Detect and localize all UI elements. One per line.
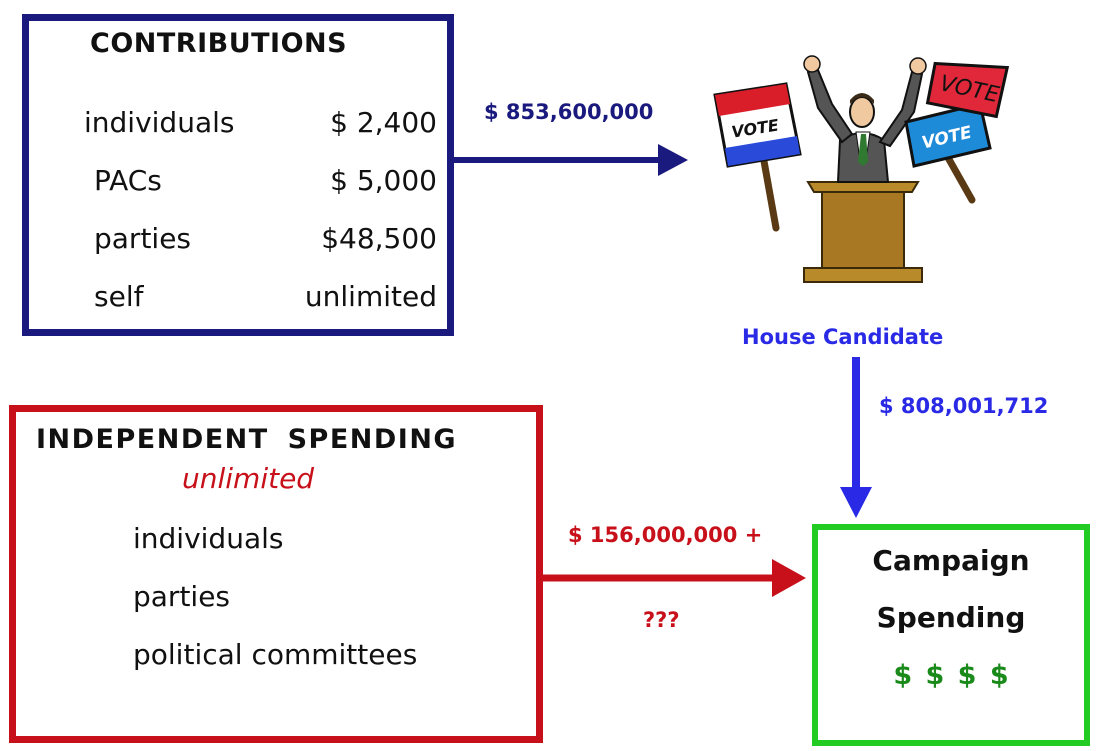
contribution-limit-individuals: $ 2,400 (330, 106, 437, 139)
campaign-spending-dollars: $ $ $ $ (893, 660, 1009, 691)
arrow-candidate-to-spending (840, 357, 872, 518)
flow-label-candidate-spending: $ 808,001,712 (879, 394, 1049, 418)
contributions-title: CONTRIBUTIONS (90, 28, 348, 59)
contribution-limit-pacs: $ 5,000 (330, 164, 437, 197)
independent-spending-box (9, 405, 543, 743)
campaign-spending-line2: Spending (876, 601, 1026, 634)
campaign-spending-line1: Campaign (872, 544, 1030, 577)
vote-sign-right: VOTE (904, 102, 992, 168)
contribution-label-pacs: PACs (94, 164, 162, 197)
flow-label-independent: $ 156,000,000 + (568, 523, 763, 547)
contribution-label-self: self (94, 280, 144, 313)
arrow-independent-to-spending (543, 559, 806, 597)
podium (803, 181, 923, 283)
independent-spending-subtitle: unlimited (182, 462, 315, 495)
contribution-label-parties: parties (94, 222, 192, 255)
candidate-figure (803, 55, 927, 183)
independent-spending-title: INDEPENDENT SPENDING (36, 424, 458, 455)
vote-sign-left: VOTE (713, 82, 802, 168)
vote-sign-top: VOTE (925, 61, 1010, 119)
independent-item-individuals: individuals (133, 522, 284, 555)
arrow-contributions-to-candidate (454, 144, 688, 176)
flow-label-contributions: $ 853,600,000 (484, 100, 654, 124)
contribution-limit-parties: $48,500 (321, 222, 437, 255)
campaign-spending-box (812, 524, 1090, 746)
contribution-limit-self: unlimited (304, 280, 437, 313)
candidate-illustration: VOTE (713, 55, 1010, 283)
candidate-label: House Candidate (742, 325, 944, 349)
contributions-box (22, 14, 454, 336)
flow-label-unknown: ??? (643, 608, 680, 632)
contribution-label-individuals: individuals (84, 106, 235, 139)
independent-item-parties: parties (133, 580, 231, 613)
independent-item-committees: political committees (133, 638, 418, 671)
